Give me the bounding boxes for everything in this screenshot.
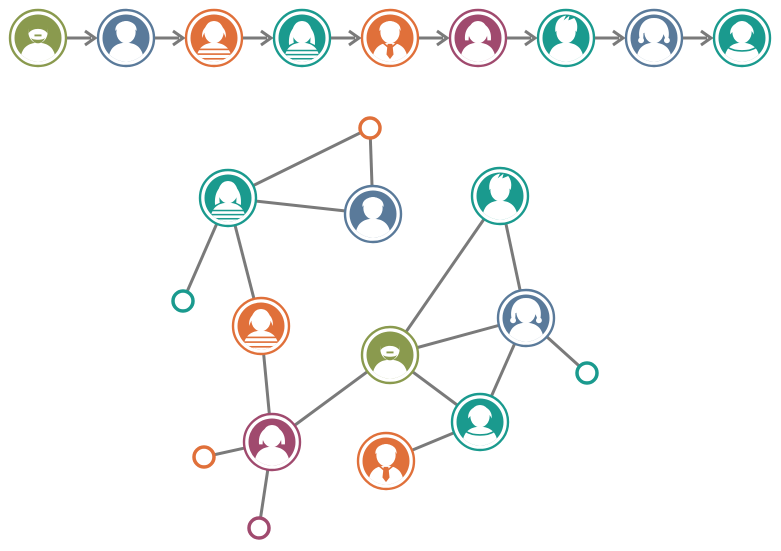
woman-striped-shirt-avatar-icon (243, 308, 279, 350)
leaf-left-orange-node (192, 445, 216, 469)
leaf-left-teal-node (171, 289, 195, 313)
n-woman-magenta (242, 412, 302, 472)
arrow-head-icon (612, 29, 626, 47)
n-man-blue (343, 184, 403, 244)
arrow-head-icon (524, 29, 538, 47)
woman-long-hair-avatar-icon (210, 180, 246, 222)
n-man-orange-tie (356, 431, 416, 491)
man-spiky-hair-avatar-icon (482, 173, 518, 220)
chain-avatar-7 (536, 8, 596, 68)
arrow-head-icon (436, 29, 450, 47)
woman-bob-hair-avatar-icon (460, 20, 496, 62)
chain-avatar-9 (712, 8, 772, 68)
woman-striped-shirt-avatar-icon (196, 20, 232, 62)
n-woman-blue (496, 288, 556, 348)
leaf-bottom-magenta-node (247, 516, 271, 540)
network-leaf-nodes (171, 116, 599, 540)
chain-avatar-4 (272, 8, 332, 68)
n-woman-teal-bottom (450, 392, 510, 452)
woman-short-hair-avatar-icon (724, 20, 760, 62)
chain-avatar-8 (624, 8, 684, 68)
man-tie-avatar-icon (368, 443, 404, 485)
man-tie-avatar-icon (372, 20, 408, 62)
chain-avatar-6 (448, 8, 508, 68)
woman-bob-hair-avatar-icon (254, 424, 290, 466)
woman-curly-hair-avatar-icon (508, 298, 544, 342)
man-avatar-icon (355, 196, 391, 238)
woman-short-hair-avatar-icon (462, 404, 498, 446)
bearded-man-avatar-icon (20, 20, 56, 62)
avatar-chain (8, 8, 772, 68)
chain-avatar-2 (96, 8, 156, 68)
chain-avatar-1 (8, 8, 68, 68)
n-woman-teal (198, 168, 258, 228)
woman-curly-hair-avatar-icon (636, 18, 672, 62)
leaf-top-orange-node (358, 116, 382, 140)
chain-avatar-5 (360, 8, 420, 68)
network-avatar-nodes (198, 166, 556, 491)
n-woman-orange (231, 296, 291, 356)
man-avatar-icon (108, 20, 144, 62)
arrow-head-icon (348, 29, 362, 47)
arrow-head-icon (84, 29, 98, 47)
arrow-head-icon (700, 29, 714, 47)
n-bearded-olive (360, 325, 420, 385)
chain-avatar-3 (184, 8, 244, 68)
network-edge (388, 195, 502, 356)
arrow-head-icon (260, 29, 274, 47)
bearded-man-avatar-icon (372, 337, 408, 379)
man-spiky-hair-avatar-icon (548, 15, 584, 62)
woman-long-hair-avatar-icon (284, 20, 320, 62)
arrow-head-icon (172, 29, 186, 47)
n-man-teal-top (470, 166, 530, 226)
leaf-right-teal-node (575, 361, 599, 385)
